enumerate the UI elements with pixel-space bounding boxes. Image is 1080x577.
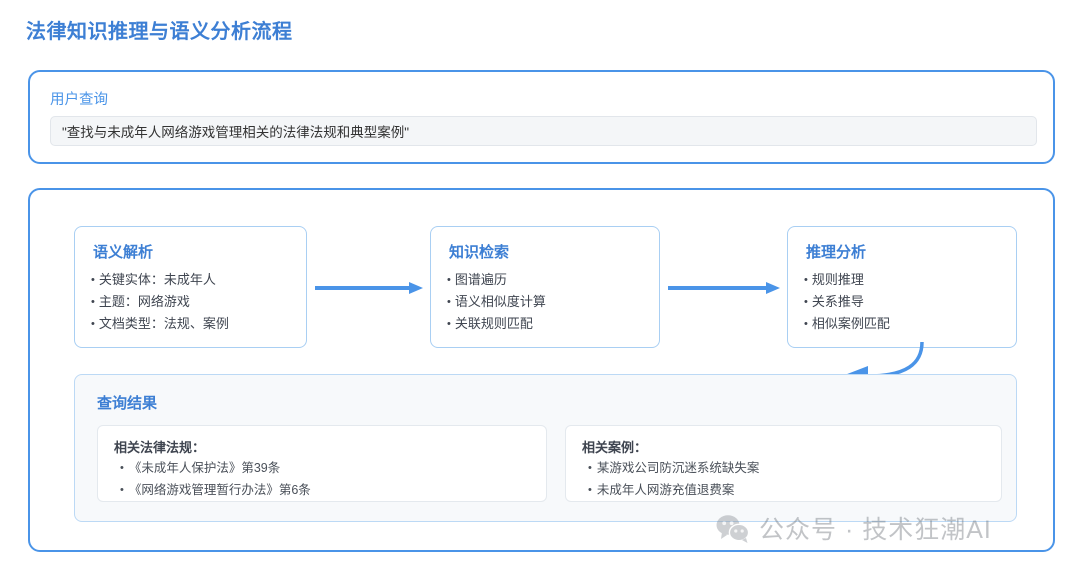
result-card-laws[interactable]: 相关法律法规： 《未成年人保护法》第39条 《网络游戏管理暂行办法》第6条 — [97, 425, 547, 502]
stage-item: 相似案例匹配 — [804, 313, 890, 335]
arrow-head — [409, 282, 423, 294]
result-item-list: 《未成年人保护法》第39条 《网络游戏管理暂行办法》第6条 — [120, 457, 311, 501]
arrow-head — [766, 282, 780, 294]
stage-card-semantic-parsing[interactable]: 语义解析 关键实体：未成年人 主题：网络游戏 文档类型：法规、案例 — [74, 226, 307, 348]
result-card-heading: 相关法律法规： — [114, 440, 206, 455]
stage-card-reasoning-analysis[interactable]: 推理分析 规则推理 关系推导 相似案例匹配 — [787, 226, 1017, 348]
stage-title: 推理分析 — [806, 244, 867, 261]
stage-item-list: 规则推理 关系推导 相似案例匹配 — [804, 269, 890, 335]
stage-item: 语义相似度计算 — [447, 291, 546, 313]
stage-item-list: 图谱遍历 语义相似度计算 关联规则匹配 — [447, 269, 546, 335]
analysis-flow-panel: 语义解析 关键实体：未成年人 主题：网络游戏 文档类型：法规、案例 知识检索 图… — [28, 188, 1055, 552]
stage-item-list: 关键实体：未成年人 主题：网络游戏 文档类型：法规、案例 — [91, 269, 229, 335]
arrow-shaft — [668, 286, 767, 290]
stage-item: 关联规则匹配 — [447, 313, 546, 335]
stage-item: 图谱遍历 — [447, 269, 546, 291]
stage-item: 规则推理 — [804, 269, 890, 291]
user-query-input[interactable]: "查找与未成年人网络游戏管理相关的法律法规和典型案例" — [50, 116, 1037, 146]
stage-card-knowledge-retrieval[interactable]: 知识检索 图谱遍历 语义相似度计算 关联规则匹配 — [430, 226, 660, 348]
query-results-panel: 查询结果 相关法律法规： 《未成年人保护法》第39条 《网络游戏管理暂行办法》第… — [74, 374, 1017, 522]
result-item: 未成年人网游充值退费案 — [588, 479, 759, 501]
page-title: 法律知识推理与语义分析流程 — [26, 21, 293, 43]
arrow-stage-0-to-1-icon — [315, 282, 423, 294]
result-item-list: 某游戏公司防沉迷系统缺失案 未成年人网游充值退费案 — [588, 457, 760, 501]
result-card-cases[interactable]: 相关案例： 某游戏公司防沉迷系统缺失案 未成年人网游充值退费案 — [565, 425, 1002, 502]
stage-item: 文档类型：法规、案例 — [91, 313, 229, 335]
arrow-stage-1-to-2-icon — [668, 282, 780, 294]
stage-item: 关系推导 — [804, 291, 890, 313]
result-item: 《网络游戏管理暂行办法》第6条 — [120, 479, 311, 501]
result-item: 《未成年人保护法》第39条 — [120, 457, 311, 479]
stage-item: 主题：网络游戏 — [91, 291, 229, 313]
user-query-label: 用户查询 — [50, 92, 108, 108]
arrow-shaft — [315, 286, 410, 290]
stage-title: 知识检索 — [449, 244, 510, 261]
arrow-curve-shaft — [867, 342, 924, 378]
user-query-panel: 用户查询 "查找与未成年人网络游戏管理相关的法律法规和典型案例" — [28, 70, 1055, 164]
stage-item: 关键实体：未成年人 — [91, 269, 229, 291]
query-results-title: 查询结果 — [97, 395, 158, 412]
result-item: 某游戏公司防沉迷系统缺失案 — [588, 457, 760, 479]
stage-title: 语义解析 — [93, 244, 154, 261]
result-card-heading: 相关案例： — [582, 440, 648, 455]
